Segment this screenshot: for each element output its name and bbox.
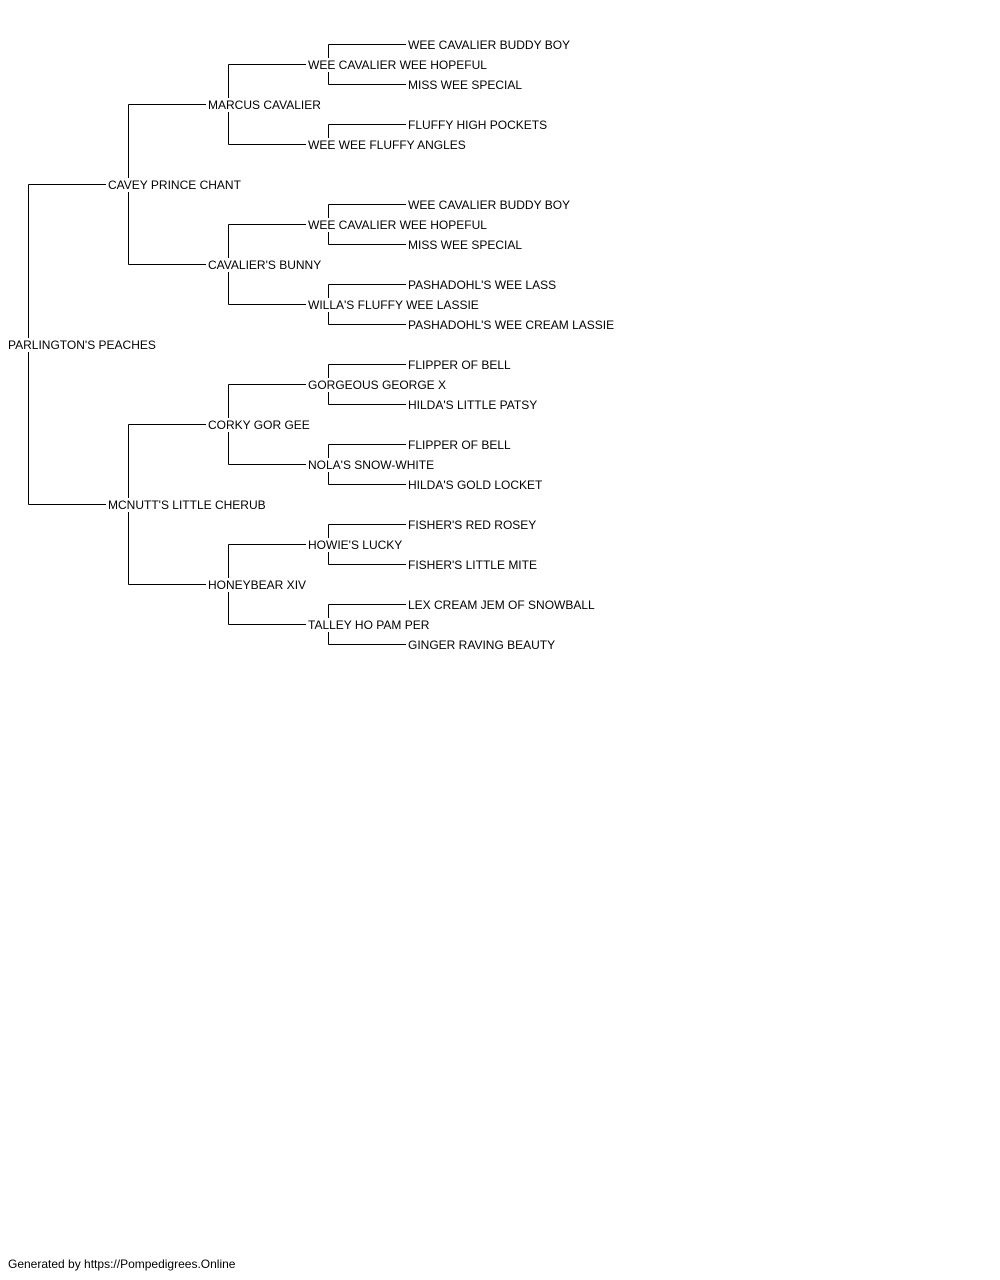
ancestor-name-gen3: WEE CAVALIER WEE HOPEFUL [308,217,489,232]
ancestor-name-gen4: GINGER RAVING BEAUTY [408,637,558,652]
ancestor-name-gen2: HONEYBEAR XIV [208,577,309,592]
ancestor-name-gen4: FLIPPER OF BELL [408,437,513,452]
ancestor-name-gen4: WEE CAVALIER BUDDY BOY [408,197,573,212]
ancestor-name-gen3: WEE WEE FLUFFY ANGLES [308,137,468,152]
ancestor-name-gen4: FISHER'S LITTLE MITE [408,557,539,572]
ancestor-name-gen3: TALLEY HO PAM PER [308,617,432,632]
ancestor-name-gen4: PASHADOHL'S WEE CREAM LASSIE [408,317,617,332]
ancestor-name-gen2: MARCUS CAVALIER [208,97,323,112]
ancestor-name-gen4: HILDA'S LITTLE PATSY [408,397,540,412]
ancestor-name-gen3: NOLA'S SNOW-WHITE [308,457,437,472]
ancestor-name-gen4: HILDA'S GOLD LOCKET [408,477,545,492]
ancestor-name-gen1: MCNUTT'S LITTLE CHERUB [108,497,268,512]
ancestor-name-gen4: MISS WEE SPECIAL [408,237,525,252]
ancestor-name-gen3: GORGEOUS GEORGE X [308,377,449,392]
ancestor-name-gen4: FLIPPER OF BELL [408,357,513,372]
ancestor-name-gen3: HOWIE'S LUCKY [308,537,405,552]
ancestor-name-gen1: CAVEY PRINCE CHANT [108,177,243,192]
ancestor-name-gen2: CAVALIER'S BUNNY [208,257,324,272]
ancestor-name-gen4: WEE CAVALIER BUDDY BOY [408,37,573,52]
ancestor-name-gen3: WEE CAVALIER WEE HOPEFUL [308,57,489,72]
footer-credit: Generated by https://Pompedigrees.Online [8,1257,236,1271]
ancestor-name-gen4: PASHADOHL'S WEE LASS [408,277,559,292]
ancestor-name-gen4: FLUFFY HIGH POCKETS [408,117,550,132]
ancestor-name-gen2: CORKY GOR GEE [208,417,312,432]
ancestor-name-gen4: LEX CREAM JEM OF SNOWBALL [408,597,597,612]
ancestor-name-gen3: WILLA'S FLUFFY WEE LASSIE [308,297,481,312]
ancestor-name-gen4: MISS WEE SPECIAL [408,77,525,92]
ancestor-name-gen4: FISHER'S RED ROSEY [408,517,539,532]
subject-dog-name: PARLINGTON'S PEACHES [8,337,158,352]
